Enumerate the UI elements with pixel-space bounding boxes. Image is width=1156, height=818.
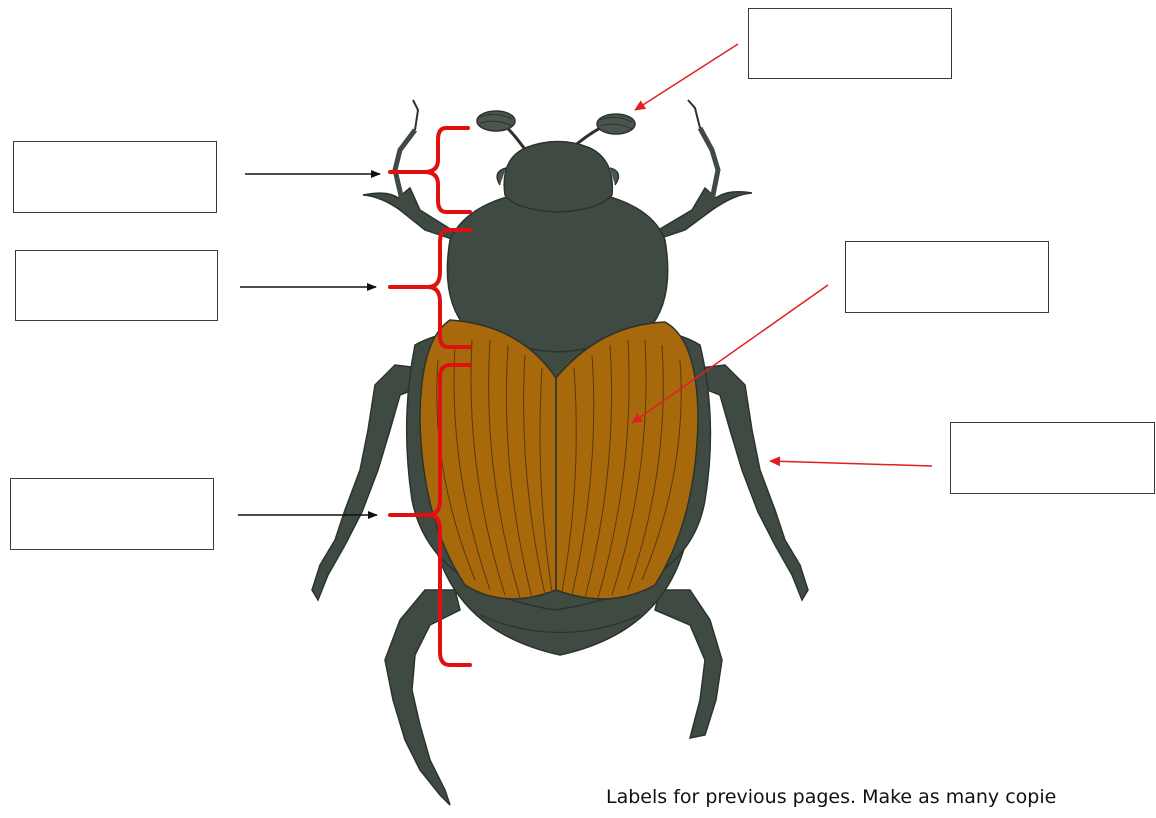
label-box-abdomen[interactable] (10, 478, 214, 550)
antenna-left (477, 111, 527, 152)
label-box-leg[interactable] (950, 422, 1155, 494)
hind-leg-right (655, 590, 722, 738)
label-box-wing-cover[interactable] (845, 241, 1049, 313)
label-box-head[interactable] (13, 141, 217, 213)
front-leg-right (640, 100, 752, 245)
middle-leg-right (695, 365, 808, 600)
hind-leg-left (385, 590, 460, 805)
label-box-antenna[interactable] (748, 8, 952, 79)
footer-note: Labels for previous pages. Make as many … (606, 786, 1056, 808)
head (504, 142, 612, 213)
arrow-antenna (635, 44, 738, 110)
label-box-thorax[interactable] (15, 250, 218, 321)
arrow-leg (770, 461, 932, 466)
beetle-illustration (312, 100, 808, 805)
